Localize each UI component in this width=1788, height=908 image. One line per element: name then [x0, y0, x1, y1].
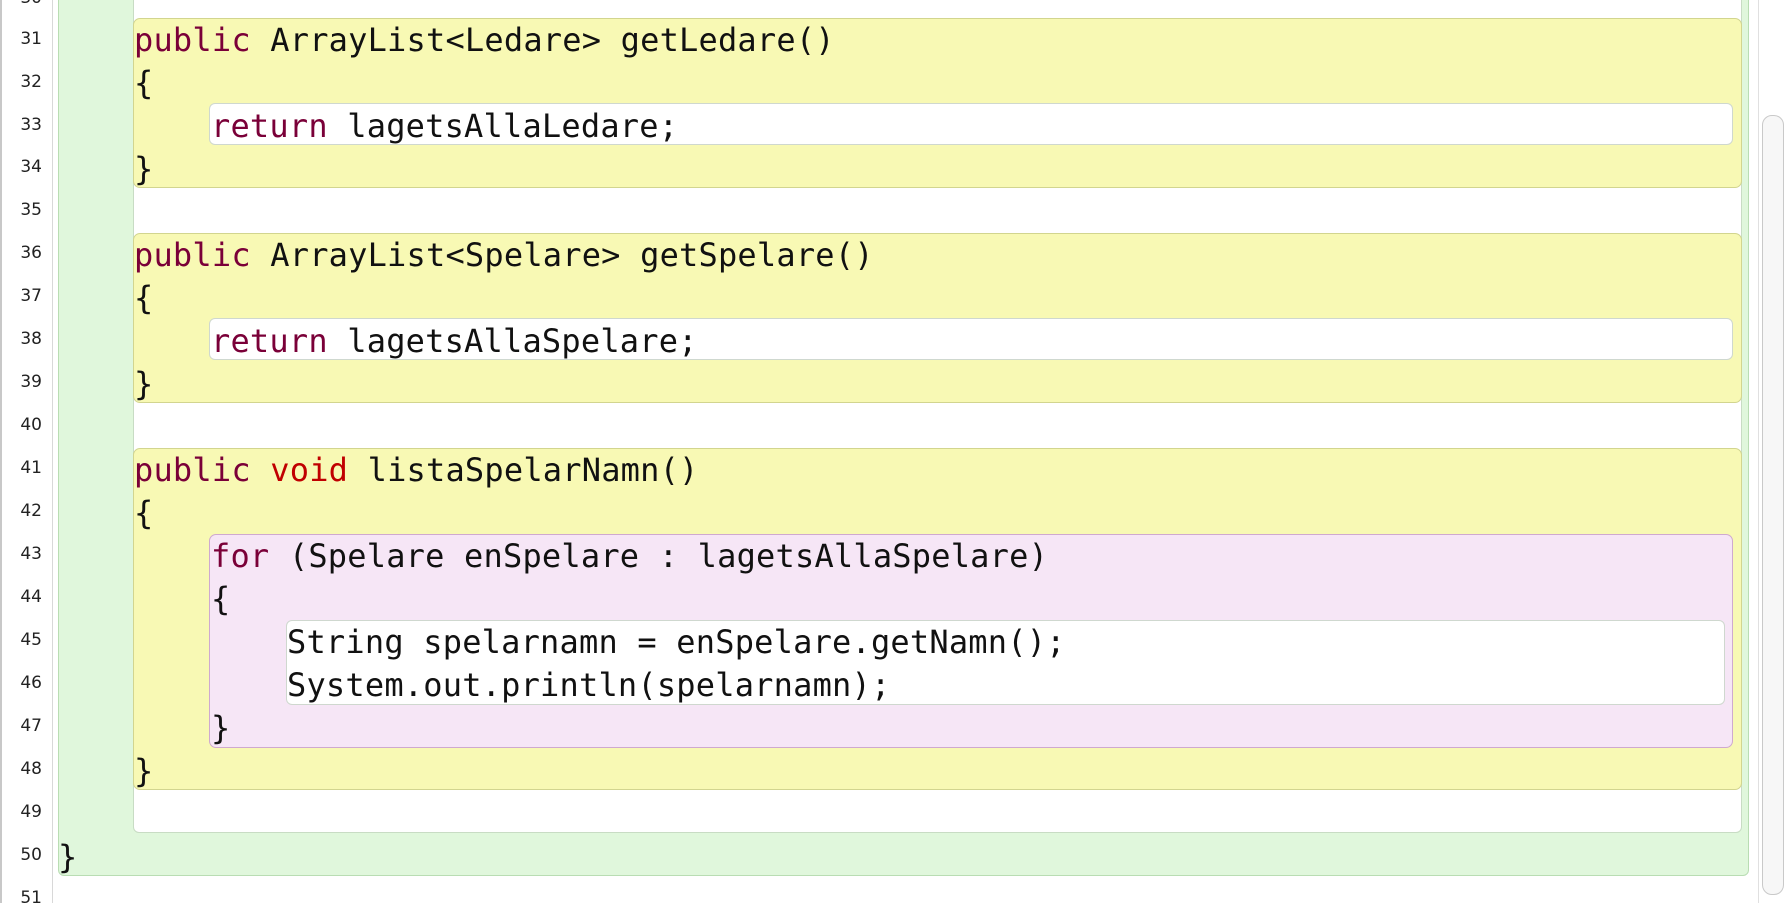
line-number: 50 [20, 845, 42, 865]
keyword: return [211, 107, 328, 145]
code-text: (Spelare enSpelare : lagetsAllaSpelare) [269, 537, 1049, 575]
line-number: 39 [20, 372, 42, 392]
line-number: 38 [20, 329, 42, 349]
line-number: 43 [20, 544, 42, 564]
code-line-47[interactable]: } [211, 709, 231, 747]
code-line-45[interactable]: String spelarnamn = enSpelare.getNamn(); [287, 623, 1066, 661]
line-number: 30 [2, 0, 42, 8]
code-line-33[interactable]: return lagetsAllaLedare; [211, 106, 678, 146]
code-line-37[interactable]: { [134, 279, 154, 317]
code-line-41[interactable]: public void listaSpelarNamn() [134, 450, 699, 490]
keyword: return [211, 322, 328, 360]
line-number: 37 [20, 286, 42, 306]
line-number: 47 [20, 716, 42, 736]
line-number: 33 [20, 115, 42, 135]
code-line-36[interactable]: public ArrayList<Spelare> getSpelare() [134, 235, 874, 275]
line-number: 35 [20, 200, 42, 220]
window-left-border [0, 0, 2, 903]
for-loop-body [286, 620, 1725, 705]
code-line-38[interactable]: return lagetsAllaSpelare; [211, 321, 698, 361]
line-number: 48 [20, 759, 42, 779]
keyword-void: void [270, 451, 349, 489]
line-number: 32 [20, 72, 42, 92]
line-number: 45 [20, 630, 42, 650]
method-body-getledare [209, 103, 1733, 145]
code-text: listaSpelarNamn() [348, 451, 699, 489]
code-text: lagetsAllaLedare; [327, 107, 679, 145]
line-number: 41 [20, 458, 42, 478]
code-line-39[interactable]: } [134, 365, 154, 403]
gutter-separator [52, 0, 53, 903]
line-number: 42 [20, 501, 42, 521]
code-line-50[interactable]: } [58, 838, 78, 876]
line-number-gutter [2, 0, 52, 903]
keyword: public [134, 21, 251, 59]
line-number: 46 [20, 673, 42, 693]
code-text: lagetsAllaSpelare; [327, 322, 698, 360]
code-line-32[interactable]: { [134, 64, 154, 102]
code-line-34[interactable]: } [134, 150, 154, 188]
code-text: ArrayList<Spelare> getSpelare() [250, 236, 874, 274]
code-line-43[interactable]: for (Spelare enSpelare : lagetsAllaSpela… [211, 536, 1048, 576]
code-line-44[interactable]: { [211, 580, 231, 618]
code-line-31[interactable]: public ArrayList<Ledare> getLedare() [134, 20, 835, 60]
keyword: public [134, 236, 251, 274]
keyword: public [134, 451, 251, 489]
code-line-46[interactable]: System.out.println(spelarnamn); [287, 666, 891, 704]
line-number: 44 [20, 587, 42, 607]
line-number: 49 [20, 802, 42, 822]
line-number: 31 [20, 29, 42, 49]
vertical-scrollbar-thumb[interactable] [1762, 115, 1784, 895]
line-number: 51 [20, 888, 42, 908]
code-line-42[interactable]: { [134, 494, 154, 532]
method-body-getspelare [209, 318, 1733, 360]
code-text: ArrayList<Ledare> getLedare() [250, 21, 835, 59]
keyword: for [211, 537, 270, 575]
line-number: 34 [20, 157, 42, 177]
code-line-48[interactable]: } [134, 752, 154, 790]
line-number: 40 [20, 415, 42, 435]
line-number: 36 [20, 243, 42, 263]
